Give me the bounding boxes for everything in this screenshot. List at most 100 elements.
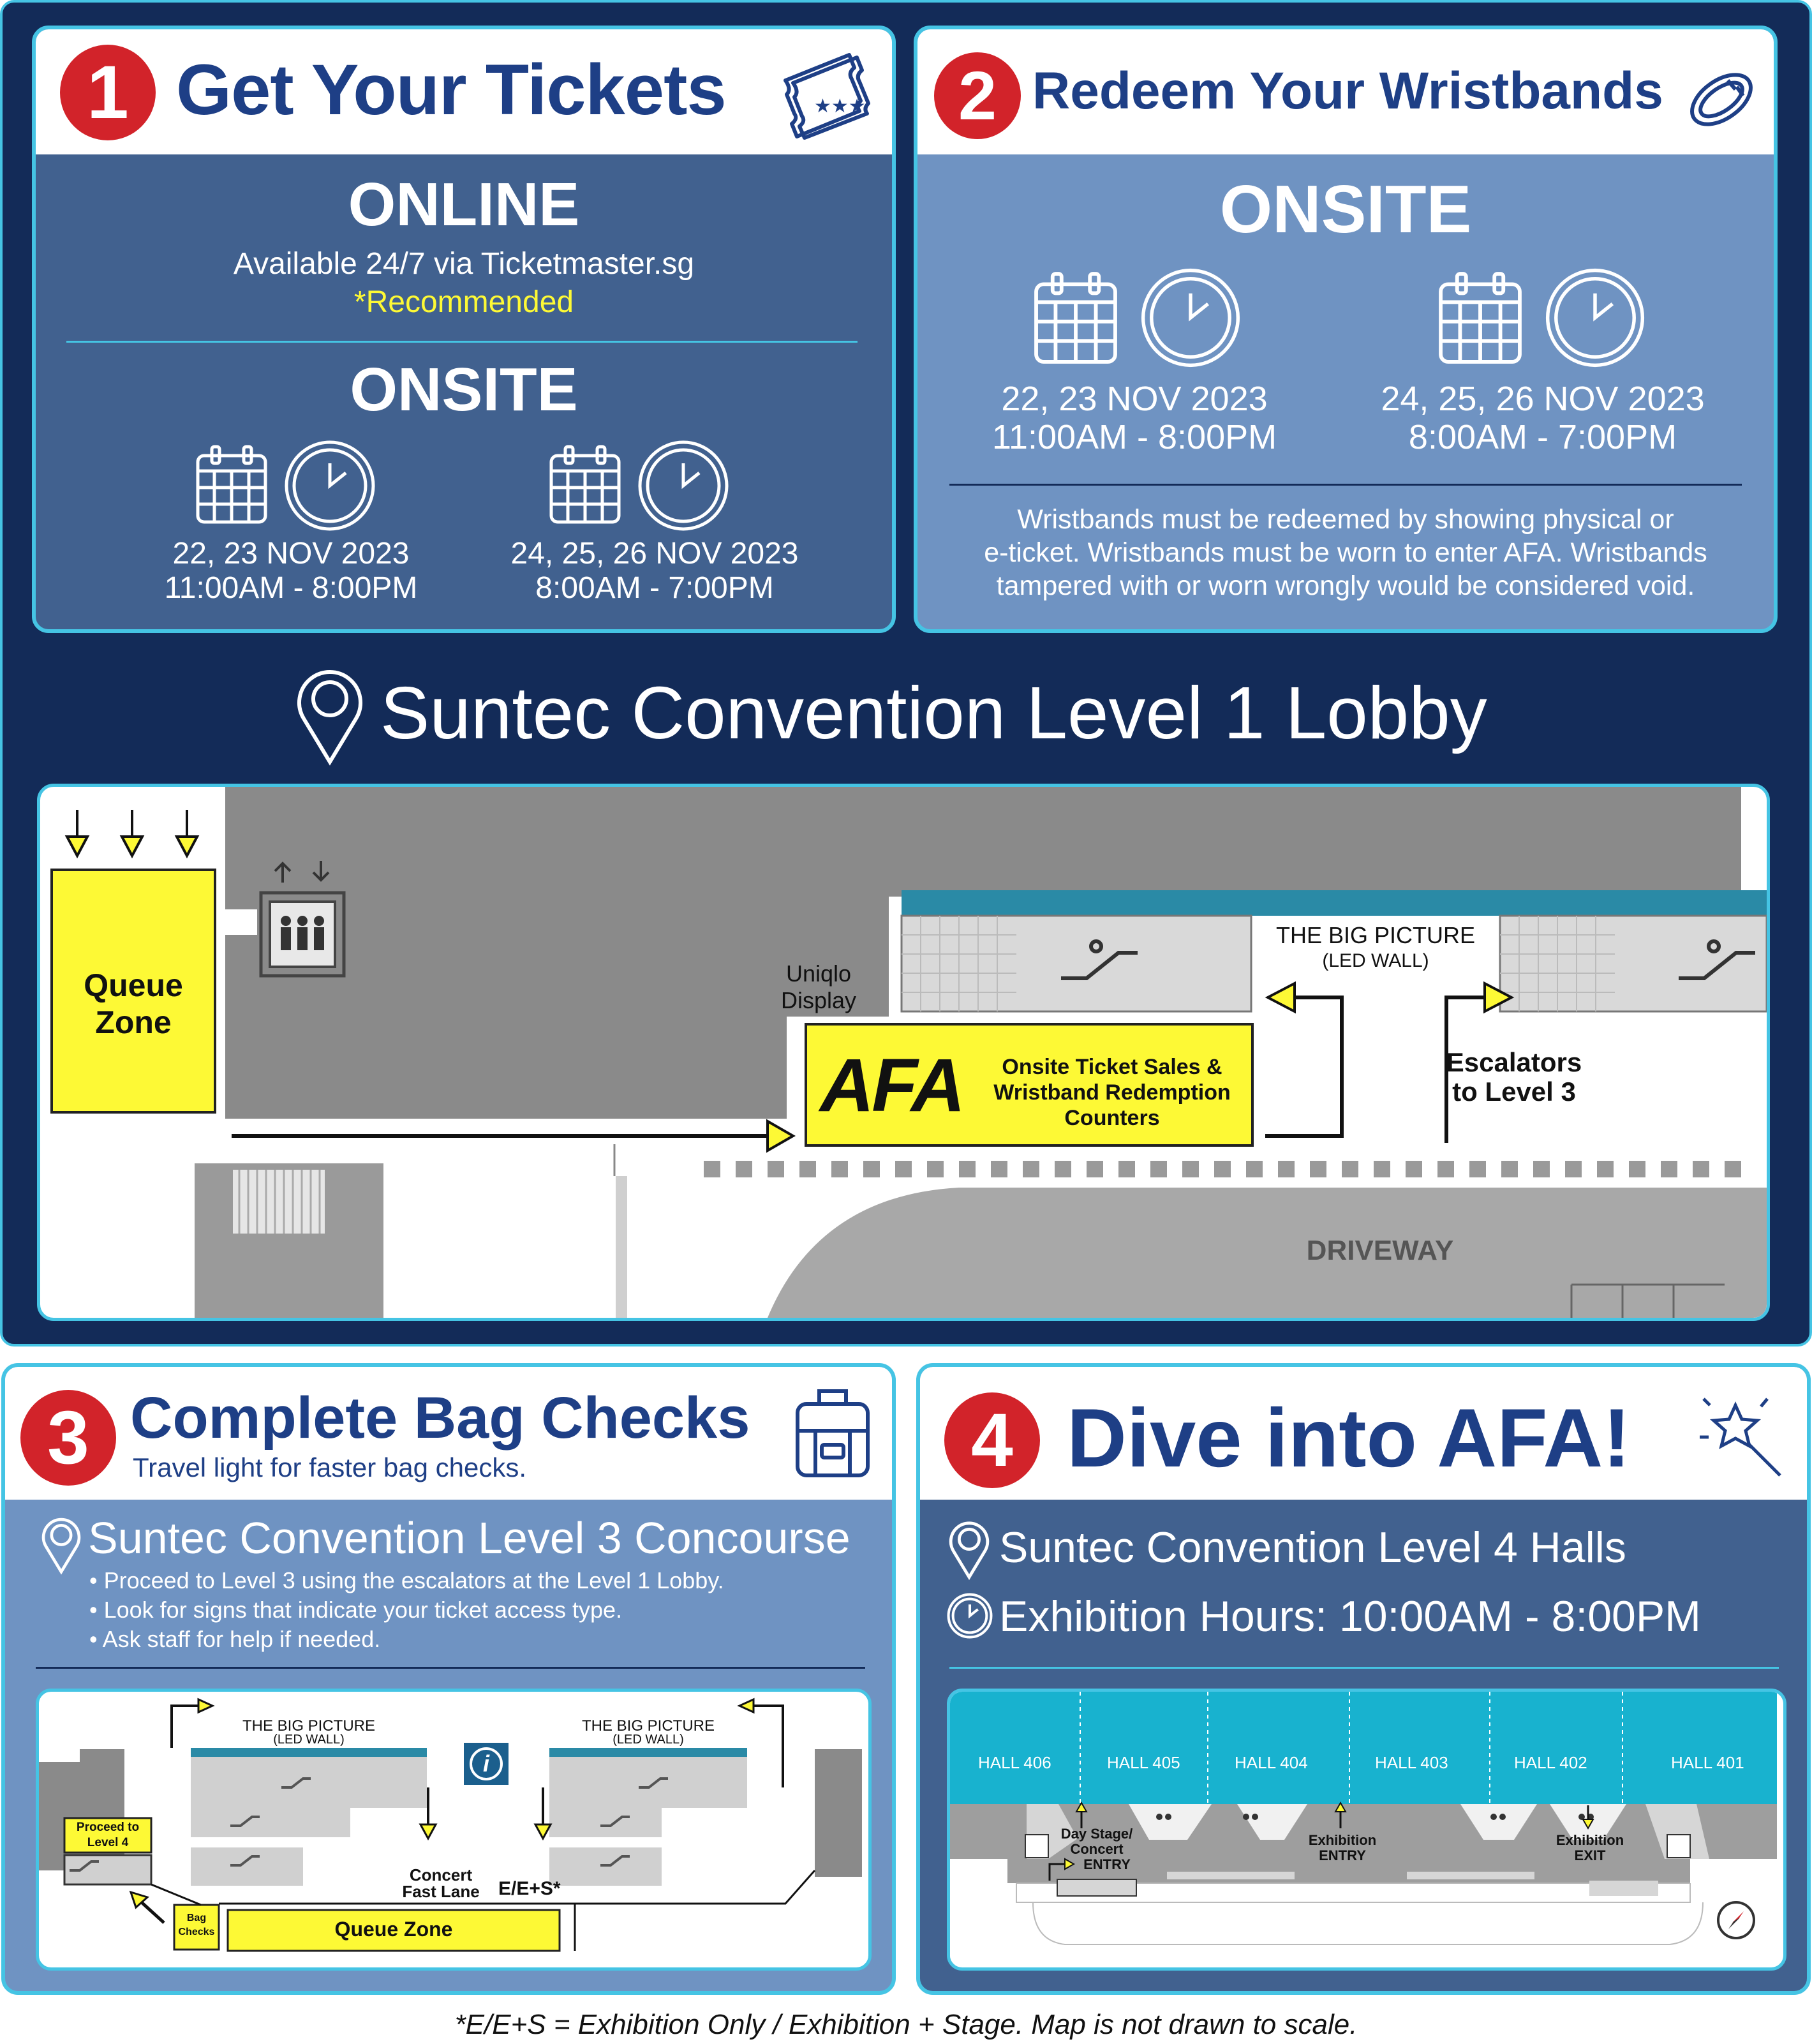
counter-label-1: Onsite Ticket Sales & — [1002, 1055, 1222, 1079]
level3-floorplan — [39, 1697, 862, 1952]
big-picture-label: THE BIG PICTURE — [581, 1717, 715, 1734]
bag-checks-label-2: Checks — [178, 1927, 215, 1937]
exhibition-entry-label-1: Exhibition — [1308, 1832, 1377, 1848]
led-wall-label: (LED WALL) — [613, 1733, 684, 1747]
day-stage-label-3: ENTRY — [1083, 1856, 1131, 1872]
step2-slot1-dates: 22, 23 NOV 2023 — [1001, 380, 1268, 418]
escalator-icon — [1061, 939, 1138, 980]
hall-404: HALL 404 — [1235, 1753, 1308, 1772]
day-stage-label-1: Day Stage/ — [1060, 1826, 1133, 1842]
step3-subtitle: Travel light for faster bag checks. — [133, 1452, 527, 1482]
step3-number: 3 — [20, 1390, 116, 1486]
step3-location: Suntec Convention Level 3 Concourse — [88, 1513, 850, 1563]
exhibition-exit-label-2: EXIT — [1574, 1847, 1606, 1863]
led-wall-label: (LED WALL) — [273, 1733, 345, 1747]
divider — [949, 1667, 1779, 1669]
clock-icon — [638, 440, 729, 531]
escalator-icon — [1679, 939, 1755, 980]
step4-location: Suntec Convention Level 4 Halls — [999, 1523, 1626, 1572]
exhibition-exit-label-1: Exhibition — [1556, 1832, 1624, 1848]
lobby-floorplan — [50, 787, 1767, 1318]
driveway — [768, 1188, 1767, 1318]
hall-406: HALL 406 — [978, 1753, 1051, 1772]
escalator-left — [900, 914, 1252, 1013]
bullet-text: Proceed to Level 3 using the escalators … — [103, 1567, 724, 1593]
step3-bullet-1: • Proceed to Level 3 using the escalator… — [89, 1567, 724, 1593]
step2-header — [917, 29, 1774, 154]
counter-label-2: Wristband Redemption — [993, 1080, 1231, 1105]
step3-title: Complete Bag Checks — [130, 1385, 750, 1451]
led-wall-strip — [902, 890, 1767, 916]
wristband-note-2: e-ticket. Wristbands must be worn to ent… — [984, 537, 1707, 568]
calendar-icon — [1034, 272, 1117, 364]
clock-icon — [1545, 268, 1645, 368]
building-block — [225, 787, 1741, 1119]
bullet-text: Ask staff for help if needed. — [102, 1626, 381, 1652]
step4-title: Dive into AFA! — [1067, 1391, 1631, 1484]
step1-title: Get Your Tickets — [176, 50, 727, 130]
calendar-icon — [196, 445, 267, 524]
clock-icon — [947, 1593, 993, 1639]
wristband-note-1: Wristbands must be redeemed by showing p… — [1017, 504, 1674, 535]
step3-bullet-3: • Ask staff for help if needed. — [89, 1626, 381, 1652]
calendar-icon — [549, 445, 621, 524]
concert-label-2: Fast Lane — [402, 1882, 480, 1901]
led-wall-label: (LED WALL) — [1322, 950, 1429, 971]
step4-panel: 4 Dive into AFA! Suntec Convention Level… — [916, 1363, 1811, 1995]
step2-onsite-heading: ONSITE — [1219, 172, 1472, 247]
lobby-map: Queue Zone Uniqlo Display AFA Onsite Tic… — [37, 784, 1770, 1321]
step2-panel: 2 Redeem Your Wristbands ONSITE 22, 23 N… — [914, 26, 1778, 633]
level3-map: THE BIG PICTURE (LED WALL) THE BIG PICTU… — [36, 1689, 872, 1971]
counter-label-3: Counters — [1064, 1106, 1160, 1130]
hall-402: HALL 402 — [1514, 1753, 1587, 1772]
divider — [36, 1667, 865, 1669]
proceed-label-1: Proceed to — [76, 1821, 140, 1834]
big-picture-label: THE BIG PICTURE — [1275, 922, 1476, 948]
afa-counter — [805, 1023, 1254, 1147]
bullet-text: Look for signs that indicate your ticket… — [103, 1597, 623, 1623]
slot2-dates: 24, 25, 26 NOV 2023 — [510, 537, 799, 571]
level4-floorplan — [950, 1692, 1777, 1961]
step1-header — [36, 29, 892, 154]
location-pin-icon — [297, 670, 362, 766]
luggage-icon — [796, 1389, 870, 1477]
exhibition-entry-label-2: ENTRY — [1319, 1847, 1366, 1863]
afa-logo: AFA — [820, 1043, 965, 1128]
queue-zone — [226, 1909, 561, 1952]
tickets-icon: ★★★ — [783, 53, 870, 140]
divider — [66, 341, 858, 343]
online-line: Available 24/7 via Ticketmaster.sg — [233, 247, 695, 281]
step3-header — [5, 1367, 892, 1500]
elevator-icon — [259, 861, 346, 978]
recommended-label: *Recommended — [353, 285, 574, 319]
location-pin-icon — [949, 1521, 990, 1580]
onsite-heading: ONSITE — [350, 355, 578, 424]
hall-405: HALL 405 — [1107, 1753, 1180, 1772]
exhibition-hours: Exhibition Hours: 10:00AM - 8:00PM — [999, 1592, 1701, 1641]
location-pin-icon — [41, 1518, 81, 1575]
proceed-label-2: Level 4 — [87, 1836, 129, 1849]
escalators-label-2: to Level 3 — [1452, 1077, 1576, 1107]
escalator-right — [1499, 914, 1767, 1013]
clock-icon — [285, 440, 375, 531]
wristband-icon — [1690, 73, 1753, 126]
step4-header — [920, 1367, 1807, 1500]
step1-panel: 1 Get Your Tickets ★★★ ONLINE Available … — [32, 26, 896, 633]
clock-icon — [1141, 268, 1240, 368]
level4-map: HALL 406 HALL 405 HALL 404 HALL 403 HALL… — [947, 1689, 1786, 1971]
divider — [949, 484, 1742, 486]
footnote: *E/E+S = Exhibition Only / Exhibition + … — [454, 2009, 1358, 2040]
queue-zone-label-1: Queue — [84, 967, 183, 1003]
compass-icon — [1717, 1901, 1755, 1939]
step3-bullet-2: • Look for signs that indicate your tick… — [89, 1597, 623, 1623]
bag-checks — [173, 1904, 220, 1951]
step2-title: Redeem Your Wristbands — [1032, 62, 1663, 120]
slot1-hours: 11:00AM - 8:00PM — [164, 571, 418, 605]
lobby-title: Suntec Convention Level 1 Lobby — [380, 671, 1487, 754]
concert-label-1: Concert — [409, 1865, 473, 1884]
driveway-label: DRIVEWAY — [1306, 1235, 1454, 1266]
slot1-dates: 22, 23 NOV 2023 — [172, 537, 410, 571]
step4-number: 4 — [944, 1392, 1040, 1488]
step2-slot2-hours: 8:00AM - 7:00PM — [1408, 418, 1677, 456]
bag-checks-label-1: Bag — [186, 1913, 207, 1923]
